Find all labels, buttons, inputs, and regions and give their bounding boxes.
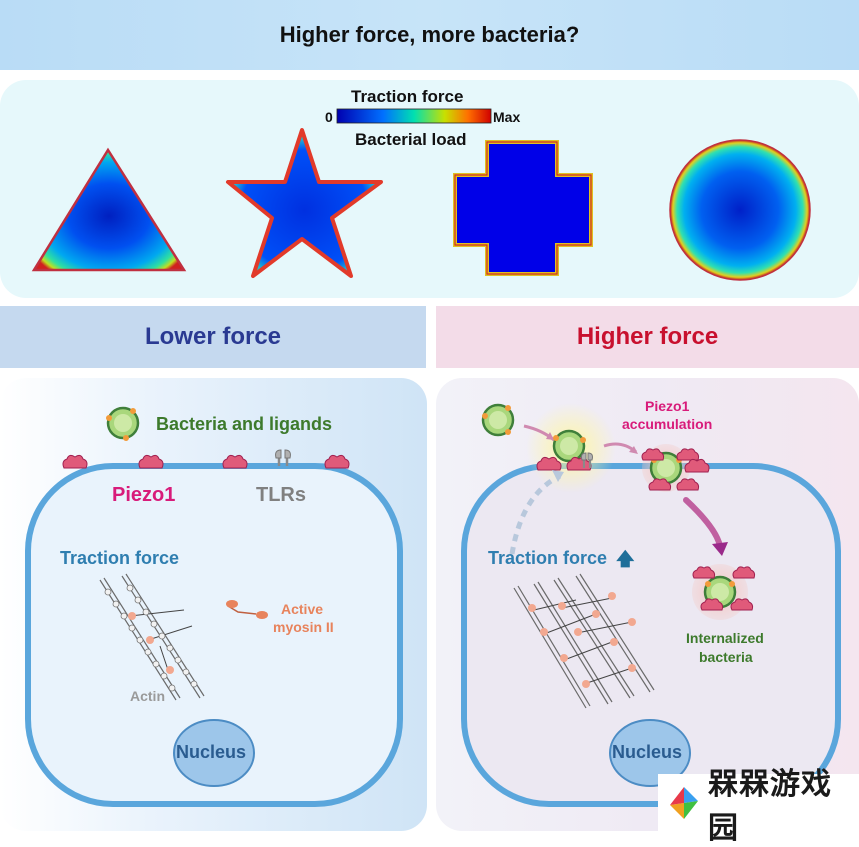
piezo-icon bbox=[676, 478, 700, 491]
myosin-label-line1: Active bbox=[281, 601, 324, 617]
shapes-diagram bbox=[31, 108, 811, 281]
header-title: Higher force, more bacteria? bbox=[279, 22, 580, 47]
higher-force-banner: Higher force bbox=[436, 306, 859, 368]
piezo-icon bbox=[730, 598, 754, 611]
piezo-icon bbox=[324, 454, 350, 469]
internalization-arrow bbox=[683, 497, 723, 549]
nucleus bbox=[173, 719, 255, 787]
piezo-icon bbox=[641, 448, 665, 461]
nucleus-label: Nucleus bbox=[612, 742, 683, 762]
actin-label: Actin bbox=[130, 688, 165, 704]
cross-shape bbox=[453, 140, 593, 276]
piezo-icon bbox=[648, 478, 672, 491]
up-arrow-icon: 🡅 bbox=[616, 549, 635, 569]
piezo-icon bbox=[222, 454, 248, 469]
piezo1-label: Piezo1 bbox=[112, 484, 176, 506]
header-banner: Higher force, more bacteria? bbox=[0, 0, 859, 70]
piezo-icon bbox=[684, 458, 710, 473]
nucleus-label: Nucleus bbox=[176, 742, 247, 762]
signal-arrow bbox=[509, 473, 562, 555]
circle-shape bbox=[669, 139, 811, 281]
star-shape bbox=[226, 128, 383, 278]
legend-max-label: Max bbox=[493, 109, 521, 125]
legend-min-label: 0 bbox=[325, 109, 333, 125]
watermark-text: 槑槑游戏园 bbox=[708, 766, 832, 846]
higher-force-title: Higher force bbox=[576, 323, 719, 350]
tlrs-label: TLRs bbox=[256, 484, 306, 506]
internalized-label-1: Internalized bbox=[686, 630, 764, 646]
watermark-logo-icon bbox=[670, 786, 698, 819]
triangle-shape bbox=[31, 147, 187, 272]
piezo-icon bbox=[692, 566, 716, 579]
traction-force-label: Traction force bbox=[60, 548, 180, 568]
bacterium-icon bbox=[106, 406, 140, 441]
tlr-icon bbox=[581, 452, 593, 468]
myosin-in-filaments bbox=[528, 592, 636, 688]
lower-cell-diagram bbox=[25, 406, 403, 807]
nucleus bbox=[609, 719, 691, 787]
piezo-accumulation-label-2: accumulation bbox=[622, 416, 713, 432]
piezo-icon bbox=[676, 448, 700, 461]
watermark: 槑槑游戏园 bbox=[658, 767, 859, 846]
bacterium-icon bbox=[481, 403, 515, 437]
myosin-icon bbox=[226, 600, 268, 619]
lower-force-title: Lower force bbox=[144, 323, 282, 350]
myosin-in-filaments bbox=[128, 612, 174, 674]
actin-beads bbox=[104, 584, 198, 692]
actin-filaments bbox=[513, 573, 655, 709]
piezo-icon bbox=[732, 566, 756, 579]
legend-subtitle: Bacterial load bbox=[355, 130, 467, 149]
colorbar bbox=[336, 108, 492, 124]
piezo-icon bbox=[62, 454, 88, 469]
myosin-label-line2: myosin II bbox=[273, 619, 334, 635]
tlr-icon bbox=[275, 449, 291, 466]
piezo-accumulation-label-1: Piezo1 bbox=[645, 398, 690, 414]
piezo-icon bbox=[700, 598, 724, 611]
bacteria-ligands-label: Bacteria and ligands bbox=[156, 414, 333, 434]
legend-title: Traction force bbox=[351, 87, 464, 106]
piezo-icon bbox=[138, 454, 164, 469]
lower-force-banner: Lower force bbox=[0, 306, 426, 368]
piezo-icon bbox=[536, 456, 562, 471]
cell-membrane bbox=[25, 463, 403, 807]
internalized-label-2: bacteria bbox=[699, 649, 753, 665]
higher-cell-diagram bbox=[461, 403, 841, 807]
traction-force-label: Traction force bbox=[488, 548, 608, 568]
